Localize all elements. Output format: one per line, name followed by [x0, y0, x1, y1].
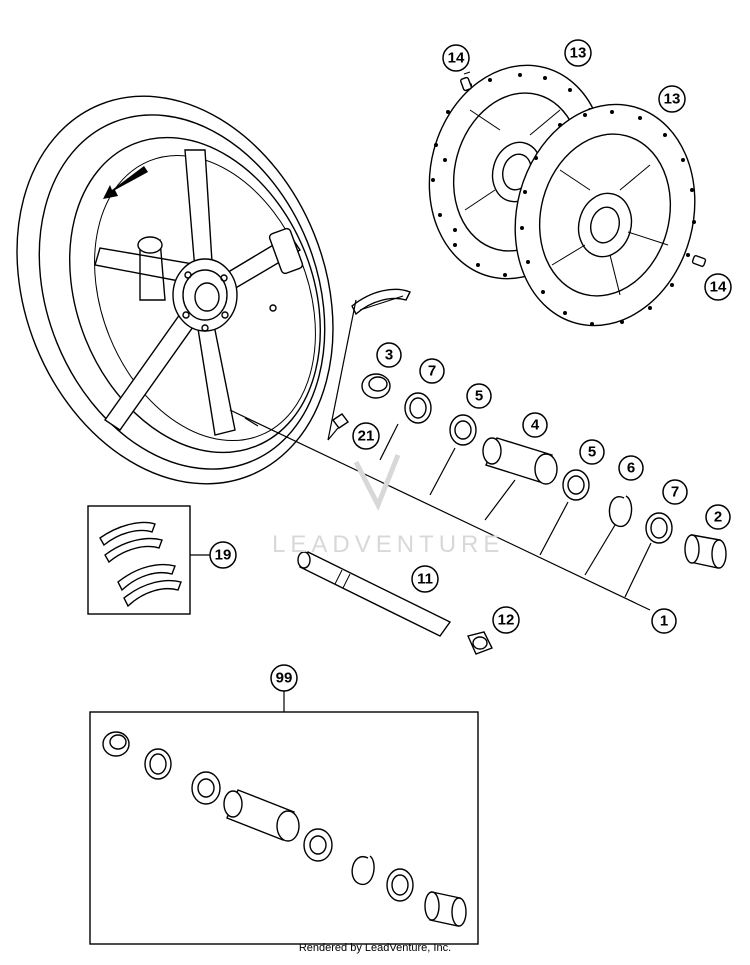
- callout-2[interactable]: 2: [705, 504, 731, 530]
- valve-stem: [269, 304, 277, 312]
- spacer-2: [684, 534, 727, 569]
- footer-credit: Rendered by LeadVenture, Inc.: [298, 942, 452, 954]
- svg-text:99: 99: [276, 670, 293, 687]
- axle-11: [297, 551, 452, 637]
- brake-disc-right: [514, 103, 696, 327]
- seal-7-left: [404, 392, 432, 424]
- callout-19[interactable]: 19: [209, 541, 237, 569]
- svg-text:21: 21: [358, 428, 375, 445]
- callout-99[interactable]: 99: [270, 664, 298, 692]
- spacer-sleeve-4: [482, 437, 558, 485]
- svg-text:13: 13: [570, 45, 587, 62]
- svg-text:14: 14: [448, 50, 465, 67]
- circlip-6: [608, 495, 633, 527]
- svg-text:1: 1: [660, 613, 668, 630]
- callout-14a[interactable]: 14: [442, 44, 470, 72]
- disc-bolt-top: [460, 71, 472, 92]
- svg-text:5: 5: [588, 444, 596, 461]
- axle-nut-12: [467, 631, 493, 655]
- rotation-arrow-icon: [103, 166, 148, 199]
- callout-5a[interactable]: 5: [466, 383, 492, 409]
- svg-text:6: 6: [627, 460, 635, 477]
- callout-4[interactable]: 4: [522, 412, 548, 438]
- balance-weight-kit-box: [87, 505, 212, 615]
- callout-7a[interactable]: 7: [419, 358, 445, 384]
- callout-14b[interactable]: 14: [704, 273, 732, 301]
- balance-weight: [351, 288, 411, 316]
- bearing-5-left: [449, 414, 477, 446]
- callout-6[interactable]: 6: [618, 455, 644, 481]
- callout-5b[interactable]: 5: [579, 439, 605, 465]
- svg-text:7: 7: [671, 484, 679, 501]
- bearing-kit-box: [89, 690, 479, 945]
- callout-3[interactable]: 3: [376, 342, 402, 368]
- svg-text:2: 2: [714, 509, 722, 526]
- svg-text:12: 12: [498, 612, 515, 629]
- svg-text:3: 3: [385, 347, 393, 364]
- callout-13a[interactable]: 13: [564, 39, 592, 67]
- leader-lines: [229, 299, 652, 611]
- watermark-text: LEADVENTURE: [272, 531, 504, 558]
- bearing-5-right: [562, 469, 590, 501]
- callout-12[interactable]: 12: [492, 606, 520, 634]
- valve-21: [331, 413, 350, 429]
- callout-11[interactable]: 11: [411, 565, 439, 593]
- svg-text:5: 5: [475, 388, 483, 405]
- svg-text:11: 11: [417, 571, 433, 588]
- disc-bolt-right: [691, 255, 707, 267]
- callout-21[interactable]: 21: [352, 422, 380, 450]
- svg-text:4: 4: [531, 417, 540, 434]
- callout-7b[interactable]: 7: [662, 479, 688, 505]
- spacer-3: [361, 373, 391, 399]
- wheel-hub: [137, 236, 238, 332]
- callout-1[interactable]: 1: [651, 608, 677, 634]
- svg-text:19: 19: [215, 547, 232, 564]
- seal-7-right: [645, 512, 673, 544]
- watermark-logo: LEADVENTURE: [272, 454, 504, 558]
- svg-text:13: 13: [664, 91, 681, 108]
- callout-13b[interactable]: 13: [658, 85, 686, 113]
- svg-text:14: 14: [710, 279, 727, 296]
- svg-text:7: 7: [428, 363, 436, 380]
